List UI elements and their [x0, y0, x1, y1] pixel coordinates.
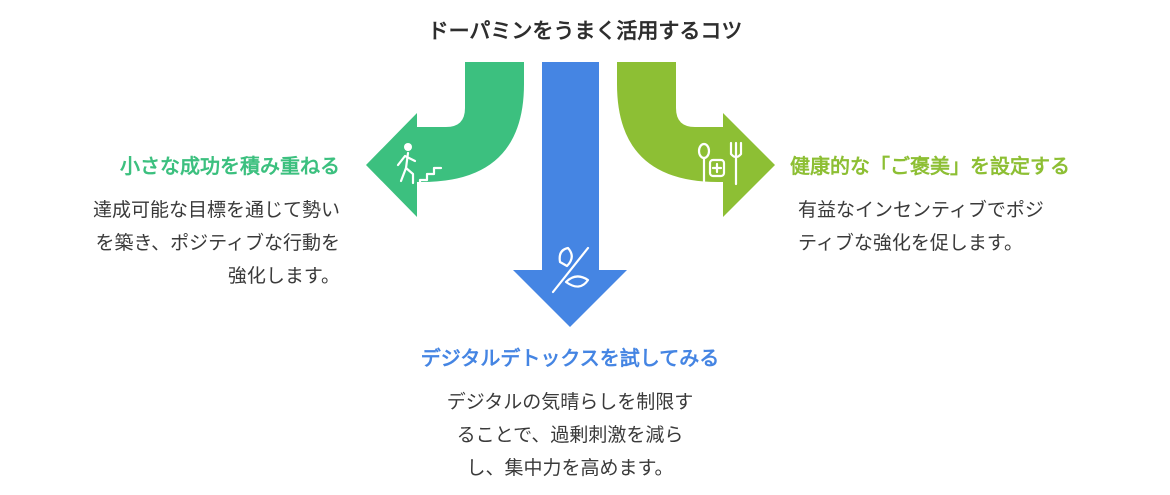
center-description-line: ることで、過剰刺激を減ら	[456, 424, 684, 446]
no-digital-icon	[551, 246, 590, 294]
center-description-line: デジタルの気晴らしを制限す	[446, 391, 694, 413]
right-description-line: 有益なインセンティブでポジ	[798, 199, 1044, 221]
right-description-line: ティブな強化を促します。	[798, 232, 1023, 254]
healthy-meal-icon	[697, 141, 743, 186]
person-climbing-stairs-icon	[396, 143, 443, 188]
center-description-line: し、集中力を高めます。	[466, 457, 674, 479]
center-arrow	[513, 62, 627, 327]
center-description: デジタルの気晴らしを制限す ることで、過剰刺激を減ら し、集中力を高めます。	[330, 386, 810, 485]
left-description-line: 強化します。	[227, 265, 340, 287]
right-description: 有益なインセンティブでポジ ティブな強化を促します。	[798, 194, 1158, 260]
left-description-line: 達成可能な目標を通じて勢い	[92, 199, 340, 221]
left-heading: 小さな成功を積み重ねる	[120, 154, 340, 178]
left-description-line: を築き、ポジティブな行動を	[95, 232, 340, 254]
center-heading: デジタルデトックスを試してみる	[420, 346, 720, 370]
right-arrow	[617, 62, 775, 217]
right-heading: 健康的な「ご褒美」を設定する	[790, 154, 1070, 178]
left-arrow	[366, 62, 524, 217]
left-description: 達成可能な目標を通じて勢い を築き、ポジティブな行動を 強化します。	[10, 194, 340, 293]
page-title: ドーパミンをうまく活用するコツ	[427, 19, 743, 43]
